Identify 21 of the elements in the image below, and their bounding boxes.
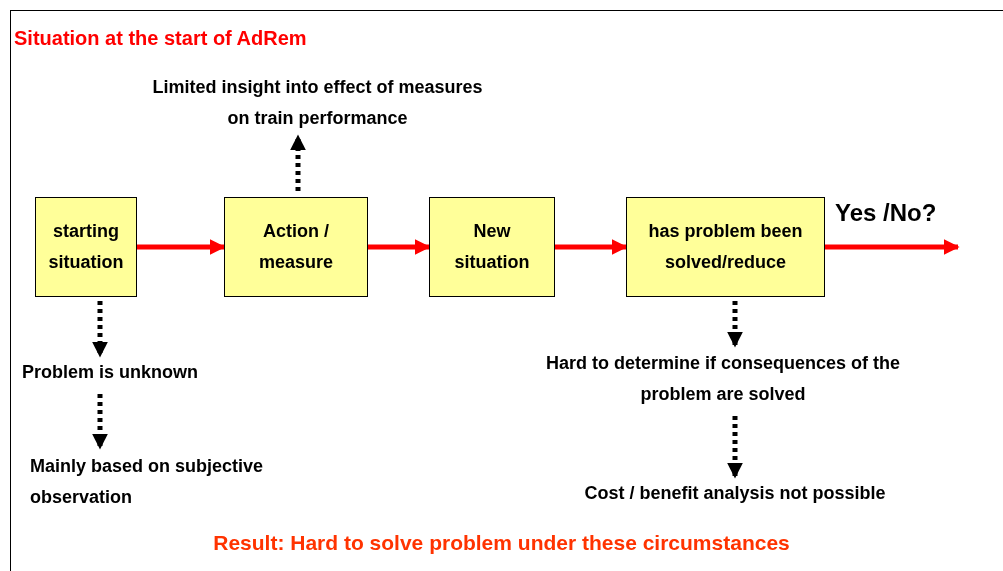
arrow xyxy=(825,239,960,255)
arrow xyxy=(727,416,743,479)
process-box: Action / measure xyxy=(224,197,368,297)
note-text: Limited insight into effect of measures on train performance xyxy=(151,75,484,130)
caption: Result: Hard to solve problem under these circumstances xyxy=(212,531,791,555)
process-box: starting situation xyxy=(35,197,137,297)
arrow xyxy=(555,239,628,255)
title: Situation at the start of AdRem xyxy=(14,27,307,50)
note-text: Problem is unknown xyxy=(22,361,199,385)
arrow xyxy=(290,134,306,191)
arrow xyxy=(137,239,226,255)
arrow xyxy=(92,394,108,450)
process-box: has problem been solved/reduce xyxy=(626,197,825,297)
note-text: Hard to determine if consequences of the problem are solved xyxy=(544,351,902,406)
arrow xyxy=(92,301,108,358)
note-text: Mainly based on subjective observation xyxy=(30,454,265,509)
process-box: New situation xyxy=(429,197,555,297)
edge-label: Yes /No? xyxy=(835,199,937,227)
arrow xyxy=(368,239,431,255)
arrow xyxy=(727,301,743,348)
note-text: Cost / benefit analysis not possible xyxy=(584,482,886,506)
